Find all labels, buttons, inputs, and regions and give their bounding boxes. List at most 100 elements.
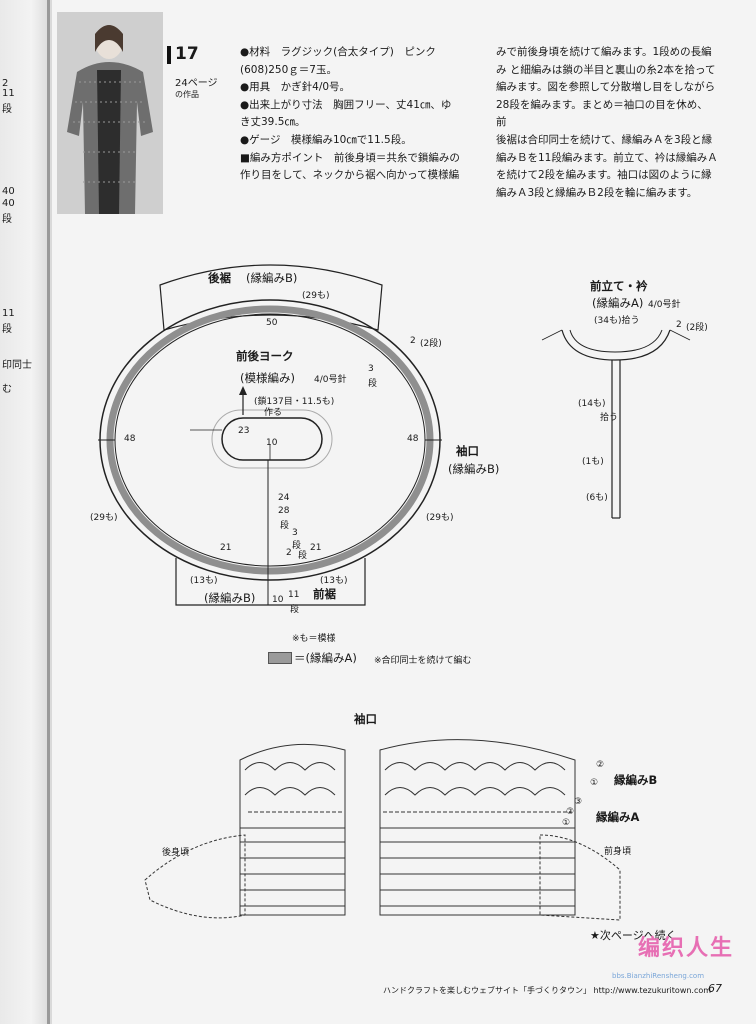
spec-line: ●出来上がり寸法 胸囲フリー、丈41㎝、ゆ [240, 98, 452, 111]
side-width-right: 48 [407, 434, 419, 444]
spec-line: ●材料 ラグジック(合太タイプ) ピンク [240, 46, 436, 58]
back-hem-count: (29も) [302, 291, 330, 301]
model-photo [57, 12, 163, 214]
bottom-right-21: 21 [310, 543, 322, 553]
cast-on-label: (鎖137目・11.5も) [254, 397, 335, 407]
front-body-label: 前身頃 [604, 847, 632, 857]
page-reference-number: 24ページ [175, 78, 218, 89]
spec-line: みで前後身頃を続けて編みます。1段めの長編 [496, 46, 712, 58]
rows-2-mid-unit: 段 [298, 551, 308, 561]
row-marker: ③ [574, 797, 583, 807]
collar-rows: 2 [676, 320, 682, 330]
depth-24: 24 [278, 493, 290, 503]
side-label: 段 [2, 324, 12, 335]
arrow-head [239, 386, 247, 395]
yoke-title: 前後ヨーク [236, 349, 294, 363]
rows-3-mid: 3 [292, 528, 298, 538]
bottom-11-unit: 段 [290, 605, 300, 615]
page-reference: 24ページ の作品 [175, 74, 218, 100]
spine-shadow [47, 0, 50, 1024]
side-label: 印同士 [2, 360, 32, 371]
footer-site: ハンドクラフトを楽しむウェブサイト「手づくりタウン」 http://www.te… [383, 986, 712, 995]
side-label: 段 [2, 214, 12, 225]
back-hem-sub: (縁編みB) [246, 271, 298, 285]
yoke-needle: 4/0号針 [314, 375, 347, 385]
legend-label: ＝(縁編みA) [294, 651, 357, 665]
legend-note: ※合印同士を続けて編む [374, 656, 472, 666]
side-label: 11 [2, 88, 15, 99]
spec-line: 作り目をして、ネックから裾へ向かって模様編 [240, 169, 460, 182]
back-body-label: 後身頃 [162, 848, 190, 858]
spec-line: ■編み方ポイント 前後身頃＝共糸で鎖編みの [240, 151, 460, 164]
left-count: (29も) [90, 513, 118, 523]
neck-cast-on-outline [211, 409, 333, 469]
side-label: 40 [2, 198, 15, 209]
front-right-count: (13も) [320, 576, 348, 586]
watermark-url: bbs.BianzhiRensheng.com [612, 972, 705, 980]
spec-line: き丈39.5㎝。 [240, 116, 306, 129]
spec-line: 編みＢを11段編みます。前立て、衿は縁編みＡ [496, 151, 718, 164]
collar-inner [569, 329, 663, 353]
rows-2-top-frac: (2段) [420, 339, 442, 349]
spec-line: 編みます。図を参照して分散増し目をしながら [496, 81, 716, 94]
book-spine [0, 0, 52, 1024]
collar-arrow-left [541, 329, 563, 341]
bottom-11: 11 [288, 590, 300, 600]
collar-outer [561, 329, 671, 361]
front-left-band: (縁編みB) [204, 591, 256, 605]
band-a-label: 縁編みA [596, 810, 640, 824]
front-left-count: (13も) [190, 576, 218, 586]
crochet-stitch-chart [144, 739, 621, 921]
front-hem-band [175, 558, 366, 606]
spec-line: み と細編みは鎖の半目と裏山の糸2本を拾って [496, 63, 716, 76]
spec-line: を続けて2段を編みます。袖口は図のように縁 [496, 169, 712, 182]
bottom-left-21: 21 [220, 543, 232, 553]
sleeve-label: 袖口 [456, 444, 479, 458]
spec-line: 編みＡ3段と縁編みＢ2段を輪に編みます。 [496, 186, 698, 199]
legend-swatch [268, 652, 292, 664]
right-count: (29も) [426, 513, 454, 523]
side-label: む [2, 384, 12, 395]
rows-3-left-unit: 段 [368, 379, 378, 389]
front-band-six: (6も) [586, 493, 608, 503]
spec-line: ●用具 かぎ針4/0号。 [240, 81, 351, 94]
watermark-logo: 编织人生 [638, 936, 735, 961]
side-label: 40 [2, 186, 15, 197]
row-marker: ① [590, 778, 599, 788]
collar-title: 前立て・衿 [590, 279, 648, 293]
front-band-count: (14も) [578, 399, 606, 409]
side-label: 11 [2, 308, 15, 319]
depth-28: 28 [278, 506, 290, 516]
cast-on-sub: 作る [264, 408, 283, 418]
rows-3-mid-unit: 段 [292, 541, 302, 551]
model-figure-image [57, 12, 163, 214]
sleeve-sub: (縁編みB) [448, 462, 500, 476]
front-band-one: (1も) [582, 457, 604, 467]
collar-pick: (34も)拾う [594, 316, 640, 326]
spec-line: ●ゲージ 模様編み10㎝で11.5段。 [240, 133, 412, 146]
front-band-pick: 拾う [600, 413, 619, 423]
spec-line: (608)250ｇ＝7玉。 [240, 63, 337, 76]
depth-rows: 段 [280, 521, 290, 531]
rows-2-top: 2 [410, 336, 416, 346]
back-hem-label: 後裾 [208, 271, 231, 285]
spec-line: 28段を編みます。まとめ＝袖口の目を休め、前 [496, 98, 708, 129]
chart-title: 袖口 [354, 712, 377, 726]
top-width-label: 50 [266, 318, 278, 328]
band-b-label: 縁編みB [614, 773, 658, 787]
row-marker: ② [596, 760, 605, 770]
rows-3-left: 3 [368, 364, 374, 374]
side-label: 2 [2, 78, 9, 89]
collar-rows-unit: (2段) [686, 323, 708, 333]
bottom-10: 10 [272, 595, 284, 605]
front-hem-label: 前裾 [313, 587, 336, 601]
row-marker: ② [566, 807, 575, 817]
spec-column-right: みで前後身頃を続けて編みます。1段めの長編 み と細編みは鎖の半目と裏山の糸2本… [496, 44, 718, 202]
pattern-number: 17 [167, 44, 199, 64]
spec-line: 後裾は合印同士を続けて、縁編みＡを3段と縁 [496, 133, 713, 146]
row-marker: ① [562, 818, 571, 828]
neck-width: 23 [238, 426, 250, 436]
collar-arrow-right [669, 329, 691, 341]
